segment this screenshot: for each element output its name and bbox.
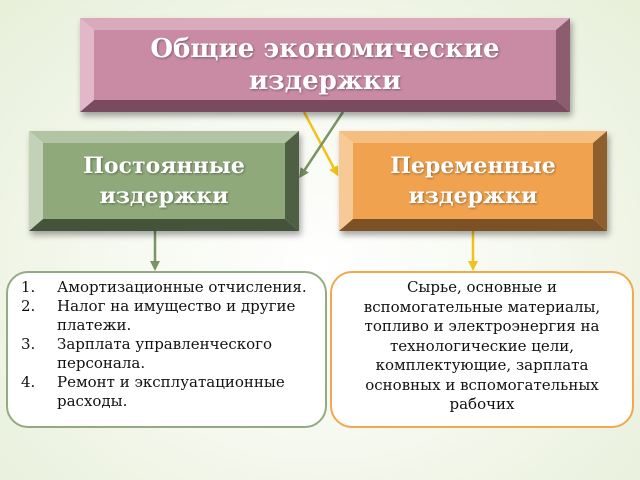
total-costs-bevel (80, 18, 570, 112)
list-item-number: 3. (21, 335, 36, 353)
list-item-text: Ремонт и эксплуатационные расходы. (57, 373, 285, 410)
fixed-costs-list: 1. Амортизационные отчисления. 2. Налог … (8, 278, 317, 411)
list-item: 1. Амортизационные отчисления. (8, 278, 317, 297)
fixed-costs-title-line2: издержки (99, 183, 229, 209)
list-item-number: 1. (21, 278, 36, 296)
list-item-text: Налог на имущество и другие платежи. (57, 297, 296, 334)
fixed-costs-title: Постоянные издержки (43, 143, 285, 219)
variable-costs-box: Переменные издержки (339, 131, 607, 231)
list-item: 4. Ремонт и эксплуатационные расходы. (8, 373, 317, 411)
total-costs-title-line1: Общие экономические (150, 34, 500, 64)
list-item-number: 2. (21, 297, 36, 315)
variable-costs-description: Сырье, основные и вспомогательные матери… (363, 278, 601, 413)
fixed-costs-list-box: 1. Амортизационные отчисления. 2. Налог … (6, 271, 327, 428)
list-item-text: Амортизационные отчисления. (57, 278, 307, 296)
list-item: 3. Зарплата управленческого персонала. (8, 335, 317, 373)
fixed-costs-box: Постоянные издержки (29, 131, 299, 231)
arrow-main-to-fixed (299, 111, 345, 179)
variable-costs-description-box: Сырье, основные и вспомогательные матери… (330, 271, 634, 428)
variable-costs-title: Переменные издержки (353, 143, 593, 219)
total-costs-title: Общие экономические издержки (94, 30, 556, 100)
list-item-number: 4. (21, 373, 36, 391)
variable-costs-title-line2: издержки (408, 183, 538, 209)
fixed-costs-title-line1: Постоянные (83, 153, 245, 179)
variable-costs-bevel (339, 131, 607, 231)
fixed-costs-bevel (29, 131, 299, 231)
list-item: 2. Налог на имущество и другие платежи. (8, 297, 317, 335)
variable-costs-title-line1: Переменные (390, 153, 556, 179)
arrow-main-to-variable (302, 111, 339, 177)
total-costs-box: Общие экономические издержки (80, 18, 570, 112)
total-costs-title-line2: издержки (248, 66, 402, 96)
list-item-text: Зарплата управленческого персонала. (57, 335, 273, 372)
